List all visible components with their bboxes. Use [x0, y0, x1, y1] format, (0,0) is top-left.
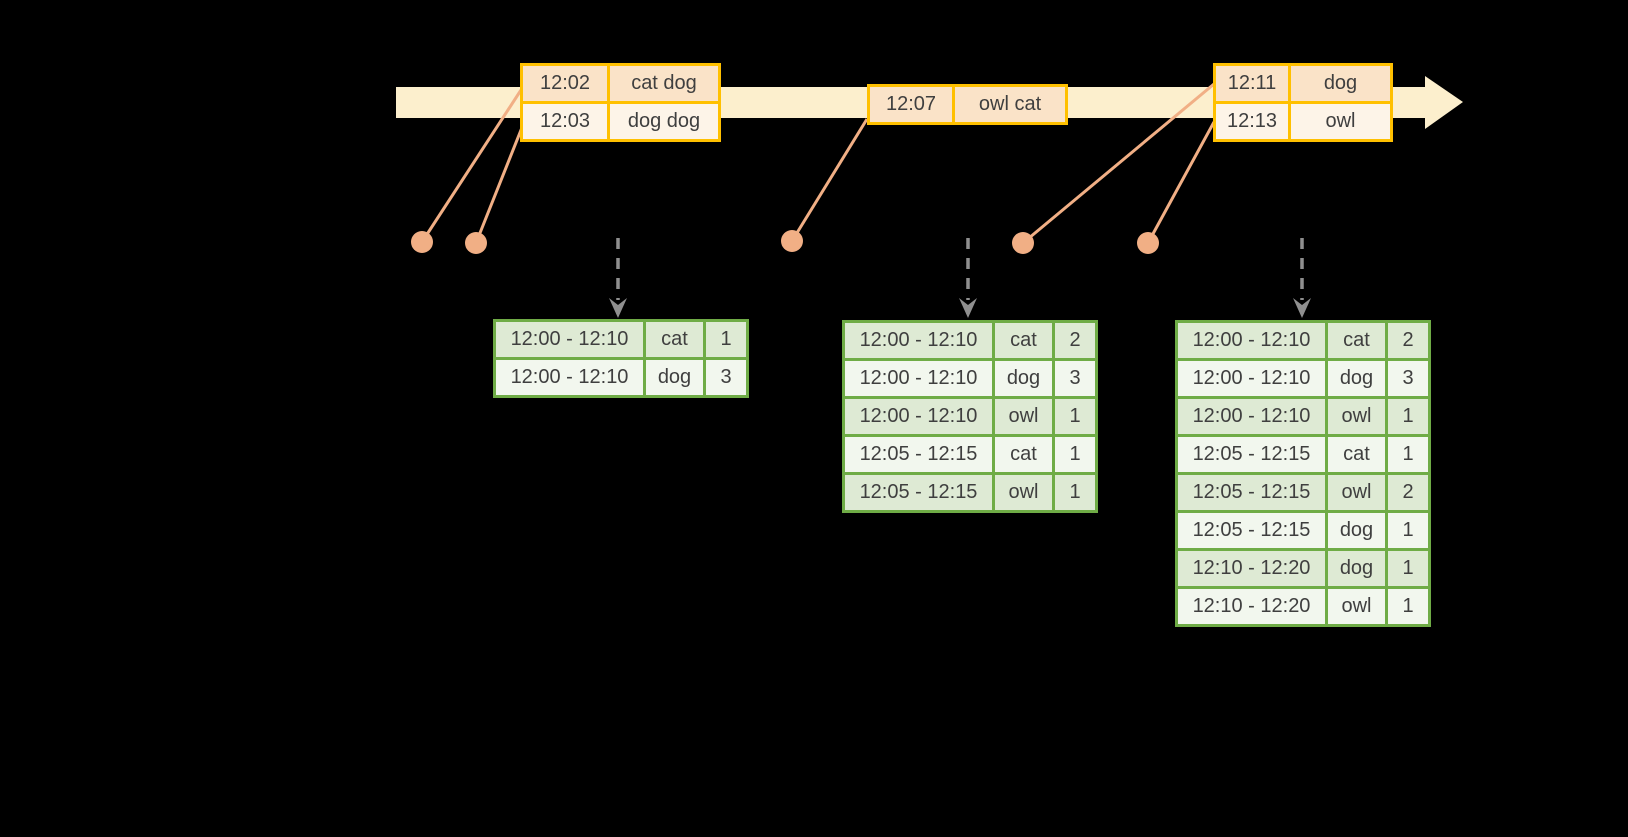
- window-cell: 12:05 - 12:15: [1178, 437, 1325, 472]
- event-time-cell: 12:07: [870, 87, 952, 122]
- window-cell: 12:10 - 12:20: [1178, 551, 1325, 586]
- window-cell: 12:00 - 12:10: [1178, 361, 1325, 396]
- word-cell: dog: [1325, 551, 1385, 586]
- window-cell: 12:05 - 12:15: [1178, 475, 1325, 510]
- count-cell: 3: [703, 360, 746, 395]
- window-cell: 12:00 - 12:10: [845, 361, 992, 396]
- window-cell: 12:00 - 12:10: [1178, 323, 1325, 358]
- word-cell: dog: [1325, 361, 1385, 396]
- event-dot: [781, 230, 803, 252]
- word-cell: owl: [1325, 589, 1385, 624]
- word-cell: cat: [1325, 323, 1385, 358]
- timeline-arrowhead-icon: [1425, 76, 1463, 129]
- count-cell: 2: [1052, 323, 1095, 358]
- word-cell: cat: [992, 323, 1052, 358]
- window-cell: 12:00 - 12:10: [1178, 399, 1325, 434]
- word-cell: owl: [992, 399, 1052, 434]
- trigger-arrowhead-icon: [609, 298, 627, 318]
- event-dot: [465, 232, 487, 254]
- event-words-cell: dog: [1288, 66, 1390, 101]
- event-connector-line: [474, 124, 525, 244]
- count-cell: 1: [1385, 513, 1428, 548]
- word-cell: owl: [1325, 475, 1385, 510]
- window-cell: 12:00 - 12:10: [496, 322, 643, 357]
- count-cell: 3: [1385, 361, 1428, 396]
- event-connector-line: [790, 118, 869, 242]
- trigger-arrowhead-icon: [959, 298, 977, 318]
- count-cell: 1: [1385, 437, 1428, 472]
- word-cell: owl: [1325, 399, 1385, 434]
- count-cell: 3: [1052, 361, 1095, 396]
- event-time-cell: 12:13: [1216, 104, 1288, 139]
- event-words-cell: owl cat: [952, 87, 1065, 122]
- count-cell: 1: [1052, 475, 1095, 510]
- window-cell: 12:05 - 12:15: [845, 437, 992, 472]
- word-cell: dog: [1325, 513, 1385, 548]
- word-cell: cat: [643, 322, 703, 357]
- window-cell: 12:00 - 12:10: [496, 360, 643, 395]
- event-words-cell: dog dog: [607, 104, 718, 139]
- word-cell: cat: [992, 437, 1052, 472]
- event-dot: [411, 231, 433, 253]
- word-cell: cat: [1325, 437, 1385, 472]
- count-cell: 1: [1385, 399, 1428, 434]
- event-dot: [1012, 232, 1034, 254]
- event-dot: [1137, 232, 1159, 254]
- event-time-cell: 12:02: [523, 66, 607, 101]
- event-time-cell: 12:03: [523, 104, 607, 139]
- window-cell: 12:00 - 12:10: [845, 399, 992, 434]
- event-words-cell: owl: [1288, 104, 1390, 139]
- count-cell: 1: [1052, 437, 1095, 472]
- window-cell: 12:00 - 12:10: [845, 323, 992, 358]
- event-words-cell: cat dog: [607, 66, 718, 101]
- event-time-cell: 12:11: [1216, 66, 1288, 101]
- word-cell: owl: [992, 475, 1052, 510]
- word-cell: dog: [992, 361, 1052, 396]
- window-cell: 12:10 - 12:20: [1178, 589, 1325, 624]
- count-cell: 1: [1385, 589, 1428, 624]
- event-connector-line: [420, 89, 523, 243]
- window-cell: 12:05 - 12:15: [845, 475, 992, 510]
- count-cell: 2: [1385, 323, 1428, 358]
- event-connector-line: [1022, 82, 1215, 245]
- count-cell: 1: [1385, 551, 1428, 586]
- trigger-arrowhead-icon: [1293, 298, 1311, 318]
- count-cell: 1: [1052, 399, 1095, 434]
- word-cell: dog: [643, 360, 703, 395]
- event-connector-line: [1146, 121, 1216, 244]
- window-cell: 12:05 - 12:15: [1178, 513, 1325, 548]
- count-cell: 2: [1385, 475, 1428, 510]
- count-cell: 1: [703, 322, 746, 357]
